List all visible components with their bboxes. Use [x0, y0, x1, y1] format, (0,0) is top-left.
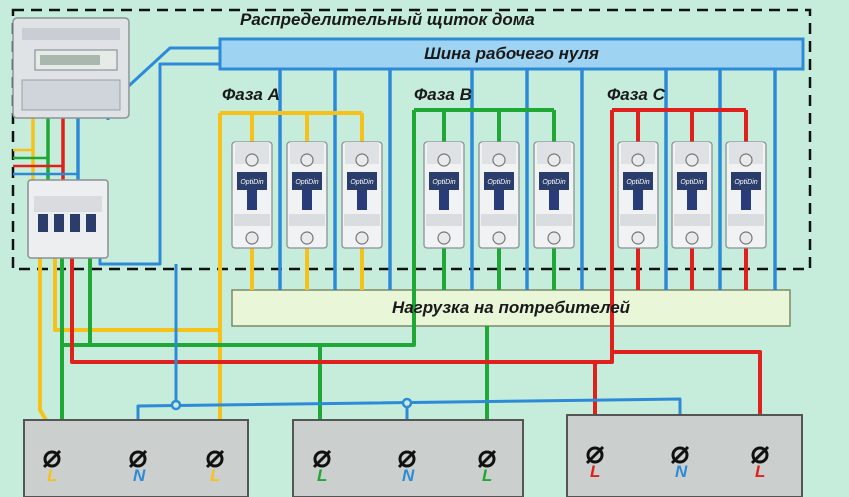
electricity-meter [12, 17, 130, 119]
terminal-label: L [47, 466, 58, 485]
terminal-screw-icon [585, 445, 605, 465]
neutral-return-wire [98, 62, 220, 266]
feed-phase-a-up [53, 113, 222, 332]
breaker-brand: OptiDin [295, 179, 318, 186]
terminal-label: L [317, 466, 328, 485]
terminal-label: N [675, 462, 688, 481]
terminal-label: N [133, 466, 146, 485]
panel-boundary [11, 8, 812, 271]
terminal-screw-icon [477, 449, 497, 469]
consumer-phase-b [88, 258, 322, 455]
terminal-screw-icon [128, 449, 148, 469]
terminal-label: N [402, 466, 415, 485]
circuit-breaker: OptiDin [341, 141, 383, 249]
terminal-screw-icon [397, 449, 417, 469]
circuit-breaker: OptiDin [423, 141, 465, 249]
main-breaker [27, 179, 109, 259]
circuit-breaker: OptiDin [478, 141, 520, 249]
load-label: Нагрузка на потребителей [391, 298, 631, 317]
panel-title: Распределительный щиток дома [240, 10, 535, 29]
breaker-brand: OptiDin [626, 179, 649, 186]
circuit-breaker: OptiDin [533, 141, 575, 249]
breaker-group: OptiDin OptiDin OptiDin OptiDin OptiDin OptiD… [231, 141, 767, 249]
neutral-bus-label: Шина рабочего нуля [424, 44, 599, 63]
breaker-brand: OptiDin [542, 179, 565, 186]
terminal-screw-icon [312, 449, 332, 469]
breaker-brand: OptiDin [240, 179, 263, 186]
phase-c-label: Фаза C [607, 85, 665, 104]
breaker-brand: OptiDin [734, 179, 757, 186]
terminal-box-1 [23, 419, 249, 497]
terminal-screw-icon [205, 449, 225, 469]
terminal-label: L [210, 466, 221, 485]
breaker-brand: OptiDin [350, 179, 373, 186]
feed-phase-a [38, 258, 54, 432]
consumer-phase-c-2 [610, 326, 762, 455]
circuit-breaker: OptiDin [231, 141, 273, 249]
phase-b-label: Фаза B [414, 85, 472, 104]
circuit-breaker: OptiDin [725, 141, 767, 249]
phase-a-label: Фаза A [222, 85, 280, 104]
terminal-label: L [755, 462, 766, 481]
load-block [231, 289, 791, 327]
terminal-symbols [42, 445, 770, 469]
circuit-breaker: OptiDin [617, 141, 659, 249]
wire-group [13, 46, 777, 456]
terminal-label: L [590, 462, 601, 481]
junction-dot [170, 399, 182, 411]
breaker-brand: OptiDin [680, 179, 703, 186]
circuit-breaker: OptiDin [286, 141, 328, 249]
terminal-box-3 [566, 414, 803, 497]
terminal-screw-icon [670, 445, 690, 465]
breaker-brand: OptiDin [432, 179, 455, 186]
neutral-bus [218, 37, 805, 71]
terminal-screw-icon [750, 445, 770, 465]
terminal-screw-icon [42, 449, 62, 469]
junction-dot [401, 397, 413, 409]
circuit-breaker: OptiDin [671, 141, 713, 249]
breaker-brand: OptiDin [487, 179, 510, 186]
terminal-label: L [482, 466, 493, 485]
